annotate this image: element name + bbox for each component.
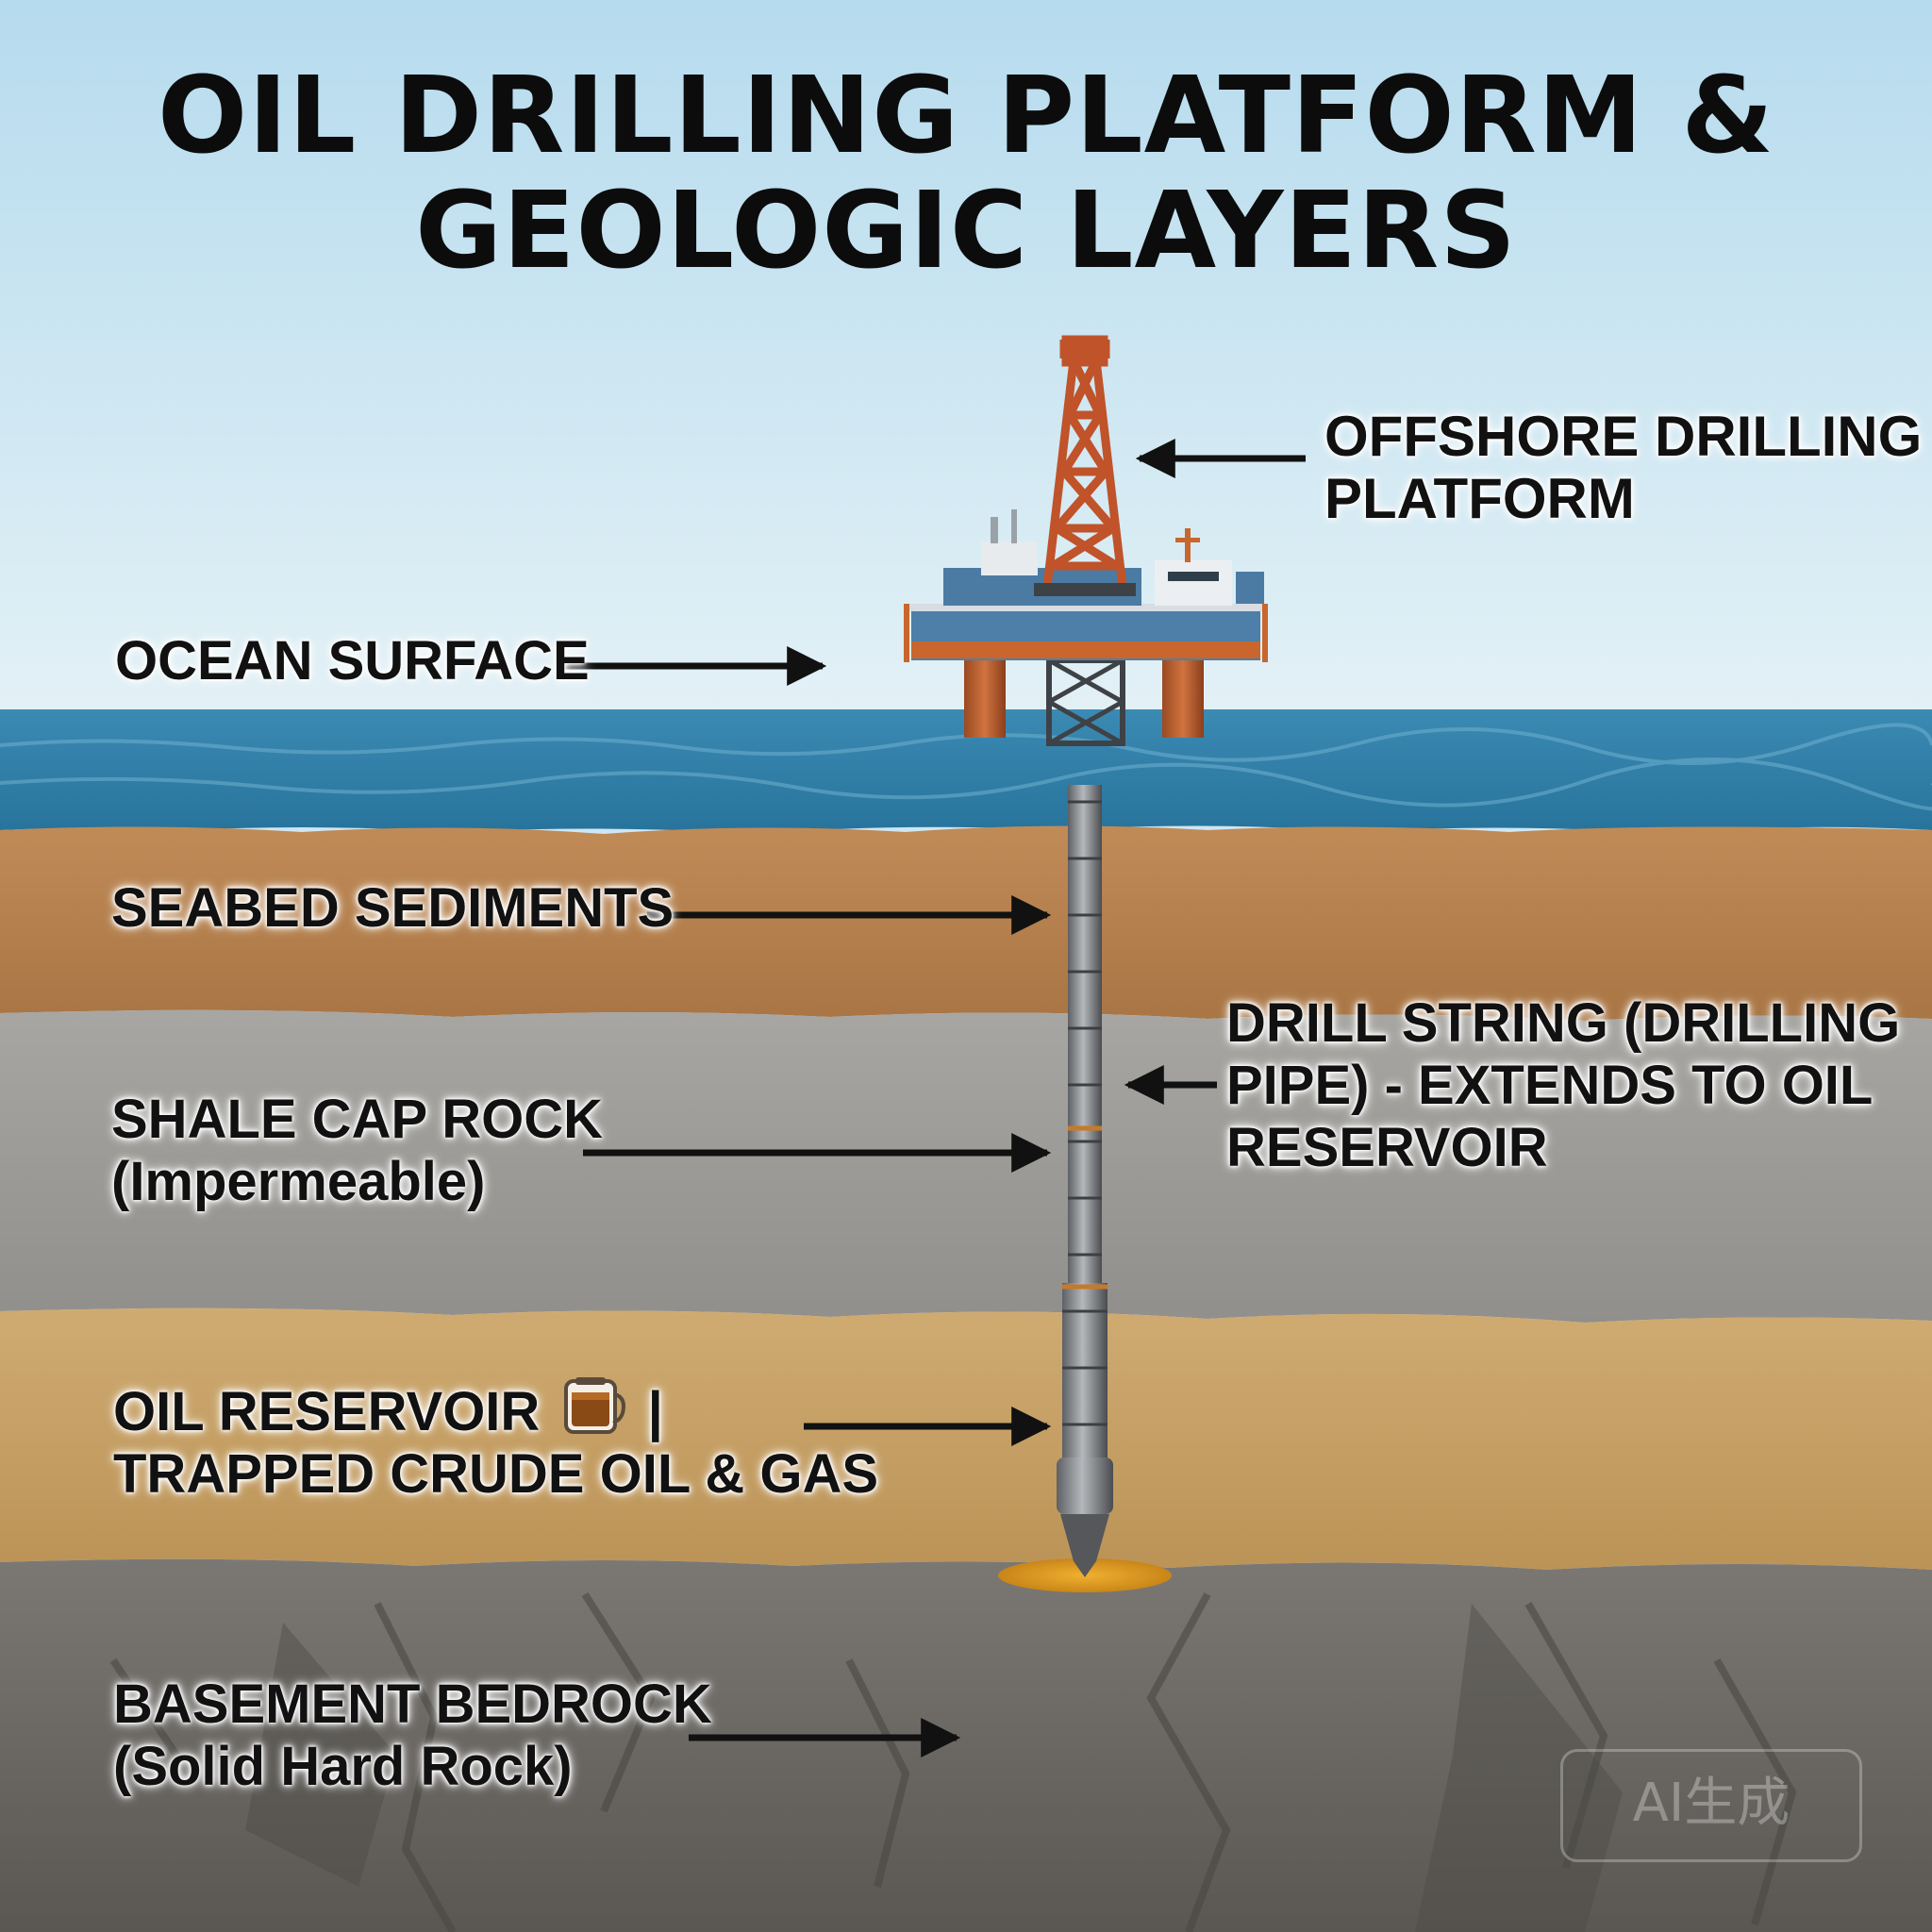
- label-oil-reservoir: OIL RESERVOIR | TRAPPED CRUDE OIL & GAS: [113, 1375, 878, 1506]
- title-line-1: OIL DRILLING PLATFORM &: [157, 55, 1775, 177]
- oil-reservoir-layer: [0, 1307, 1932, 1570]
- oil-barrel-emoji-icon: [564, 1377, 626, 1434]
- derrick-base: [1034, 583, 1136, 596]
- drill-string: [1057, 785, 1113, 1577]
- label-drill-string: DRILL STRING (DRILLING PIPE) - EXTENDS T…: [1226, 992, 1901, 1178]
- platform-legs: [964, 658, 1204, 746]
- seabed-sediment-layer: [0, 825, 1932, 1021]
- title-line-2: GEOLOGIC LAYERS: [415, 170, 1517, 292]
- ai-generated-watermark: AI生成: [1560, 1749, 1862, 1862]
- label-basement-bedrock: BASEMENT BEDROCK (Solid Hard Rock): [113, 1674, 712, 1797]
- label-seabed-sediments: SEABED SEDIMENTS: [111, 877, 675, 939]
- derrick-tower: [1042, 335, 1127, 588]
- bedrock-cracks: [109, 1591, 1797, 1932]
- oil-reservoir-line-1: OIL RESERVOIR |: [113, 1375, 878, 1443]
- label-offshore-platform: OFFSHORE DRILLING PLATFORM: [1324, 405, 1923, 530]
- bedrock-shading: [245, 1604, 1623, 1932]
- page-title: OIL DRILLING PLATFORM & GEOLOGIC LAYERS: [0, 58, 1932, 289]
- label-shale-cap-rock: SHALE CAP ROCK (Impermeable): [111, 1089, 603, 1212]
- shale-cap-rock-layer: [0, 1009, 1932, 1323]
- basement-bedrock-layer: [0, 1558, 1932, 1932]
- label-ocean-surface: OCEAN SURFACE: [115, 630, 590, 691]
